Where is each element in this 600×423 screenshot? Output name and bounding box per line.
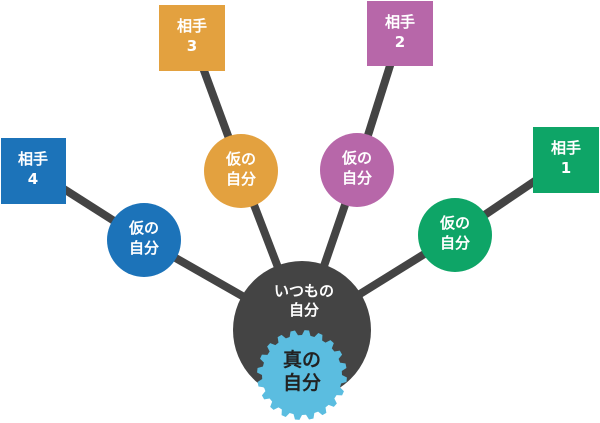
temporary-self-1-line1: 仮の <box>439 214 470 232</box>
temporary-self-4-line2: 自分 <box>129 239 159 257</box>
temporary-self-3-line2: 自分 <box>226 170 256 188</box>
temporary-self-4: 仮の 自分 <box>107 203 181 277</box>
true-self-line1: 真の <box>283 348 321 371</box>
partner-box-4-label: 相手 <box>18 150 48 168</box>
usual-self-line1: いつもの <box>274 282 334 300</box>
temporary-self-2: 仮の 自分 <box>320 133 394 207</box>
temporary-self-4-line1: 仮の <box>128 219 159 237</box>
partner-box-4-number: 4 <box>28 170 38 188</box>
partner-box-3-label: 相手 <box>177 17 207 35</box>
partner-box-1: 相手 1 <box>533 127 599 193</box>
temporary-self-2-line2: 自分 <box>342 169 372 187</box>
partner-box-1-label: 相手 <box>551 139 581 157</box>
partner-box-2-label: 相手 <box>385 13 415 31</box>
partner-box-2-number: 2 <box>395 33 405 51</box>
temporary-self-3-line1: 仮の <box>225 150 256 168</box>
partner-box-2: 相手 2 <box>367 1 433 66</box>
partner-box-3: 相手 3 <box>159 5 225 71</box>
true-self-line2: 自分 <box>283 371 321 394</box>
partner-box-1-number: 1 <box>561 159 571 177</box>
partner-box-4: 相手 4 <box>1 138 66 204</box>
temporary-self-3: 仮の 自分 <box>204 134 278 208</box>
temporary-self-1-line2: 自分 <box>440 234 470 252</box>
gear-shape <box>257 330 347 420</box>
temporary-self-1: 仮の 自分 <box>418 198 492 272</box>
true-self: 真の 自分 <box>257 330 347 420</box>
usual-self-line2: 自分 <box>289 301 319 319</box>
partner-box-3-number: 3 <box>187 37 197 55</box>
temporary-self-2-line1: 仮の <box>341 149 372 167</box>
